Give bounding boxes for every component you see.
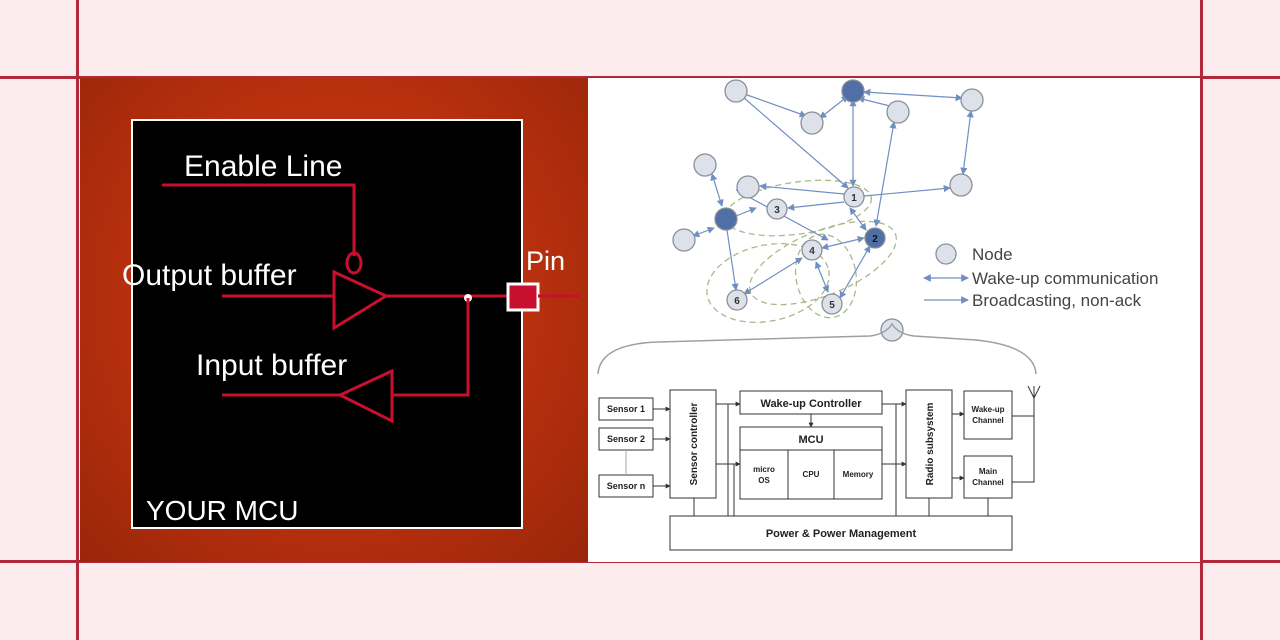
node-plain	[886, 100, 910, 124]
node-label-1: 1	[851, 193, 857, 204]
legend-broadcast-label: Broadcasting, non-ack	[972, 291, 1142, 310]
network-edges	[692, 88, 974, 299]
node-plain	[693, 153, 717, 177]
node-label-3: 3	[774, 205, 780, 216]
node-plain	[724, 79, 748, 103]
node-1	[843, 186, 865, 208]
node-plain	[736, 175, 760, 199]
legend-node-label: Node	[972, 245, 1013, 264]
node-5	[821, 293, 843, 315]
legend-wakeup-label: Wake-up communication	[972, 269, 1158, 288]
input-buffer-label: Input buffer	[196, 349, 347, 382]
block-diagram	[598, 389, 1013, 551]
main-channel-box	[963, 455, 1013, 499]
node-4	[801, 239, 823, 261]
output-buffer-triangle	[332, 269, 390, 331]
cpu-label: CPU	[803, 470, 820, 479]
node-label-6: 6	[734, 296, 740, 307]
power-box	[669, 515, 1013, 551]
node-2	[864, 227, 886, 249]
block-connections	[625, 385, 1041, 516]
radio-subsystem-label: Radio subsystem	[925, 402, 936, 485]
enable-line-label: Enable Line	[184, 150, 342, 183]
sensorn-label: Sensor n	[607, 481, 646, 491]
node-plain	[672, 228, 696, 252]
node-plain	[800, 111, 824, 135]
wakeup-channel-label-line2: Channel	[972, 416, 1004, 425]
node-plain	[949, 173, 973, 197]
enable-bubble	[345, 251, 363, 275]
block-labels: Sensor 1 Sensor 2 Sensor n Sensor contro…	[607, 398, 1005, 540]
your-mcu-label: YOUR MCU	[146, 495, 298, 526]
micro-os-label-line1: micro	[753, 465, 775, 474]
mcu-block-label: MCU	[798, 434, 823, 446]
sensor1-label: Sensor 1	[607, 404, 645, 414]
micro-os-label-line2: OS	[758, 476, 770, 485]
output-buffer-label: Output buffer	[122, 259, 297, 292]
network-diagram: 1 2 3 4 5 6 Node Wake-up communication B…	[597, 79, 1158, 551]
input-return-wire	[392, 298, 470, 397]
node-dark	[841, 79, 865, 103]
legend: Node Wake-up communication Broadcasting,…	[923, 243, 1158, 310]
power-label: Power & Power Management	[766, 528, 917, 540]
legend-node-icon	[935, 243, 957, 265]
wakeup-channel-label-line1: Wake-up	[971, 405, 1004, 414]
sensor2-label: Sensor 2	[607, 434, 645, 444]
input-buffer-triangle	[336, 368, 394, 424]
brace	[597, 322, 1037, 375]
node-single	[880, 318, 904, 342]
node-label-2: 2	[872, 234, 878, 245]
wakeup-controller-label: Wake-up Controller	[760, 398, 862, 410]
node-label-4: 4	[809, 246, 815, 257]
wakeup-channel-box	[963, 390, 1013, 440]
frame-line-top	[0, 76, 1280, 79]
enable-line-wire	[162, 183, 356, 256]
memory-label: Memory	[843, 470, 874, 479]
frame-line-left	[76, 0, 79, 640]
main-channel-label-line1: Main	[979, 467, 997, 476]
node-labels: 1 2 3 4 5 6	[734, 193, 878, 311]
node-label-5: 5	[829, 300, 835, 311]
network-nodes	[672, 79, 984, 342]
pin-label: Pin	[526, 246, 565, 276]
mcu-diagram: Enable Line Output buffer Input buffer P…	[122, 119, 580, 529]
node-6	[726, 289, 748, 311]
mcu-block	[739, 426, 883, 500]
pin-square	[506, 282, 540, 312]
frame-line-right	[1200, 0, 1203, 640]
node-plain	[960, 88, 984, 112]
main-channel-label-line2: Channel	[972, 478, 1004, 487]
node-dark	[714, 207, 738, 231]
sensor-controller-box	[669, 389, 717, 499]
sensor-controller-label: Sensor controller	[689, 403, 700, 486]
mcu-box	[131, 119, 523, 529]
node-3	[766, 198, 788, 220]
mcu-diagram-panel: Enable Line Output buffer Input buffer P…	[80, 78, 588, 562]
network-diagram-panel: 1 2 3 4 5 6 Node Wake-up communication B…	[588, 78, 1200, 562]
